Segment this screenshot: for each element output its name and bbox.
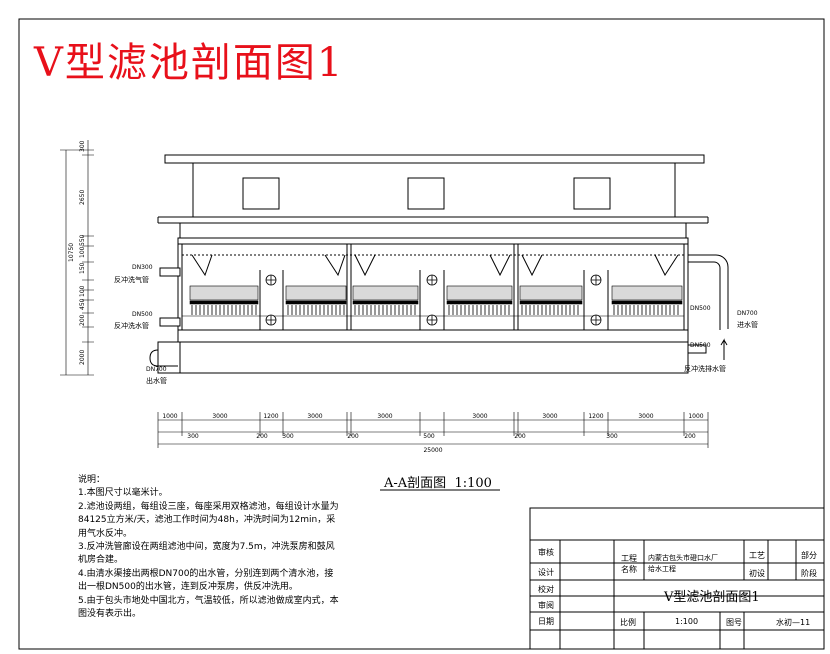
- tb-project-name-2: 给水工程: [648, 565, 676, 573]
- label-backwash-air-dn: DN300: [132, 264, 153, 271]
- tb-designer: 设计: [538, 568, 554, 577]
- right-pipes: [687, 254, 729, 360]
- label-drain: 反冲洗排水管: [684, 365, 726, 373]
- svg-text:450: 450: [79, 298, 86, 310]
- svg-text:300: 300: [79, 140, 86, 152]
- svg-text:300: 300: [187, 433, 199, 440]
- tb-drawing-title: V型滤池剖面图1: [664, 590, 760, 605]
- sheet-title: V型滤池剖面图1: [34, 40, 345, 86]
- tb-design-stage: 初设: [749, 569, 765, 578]
- label-inlet: 进水管: [737, 321, 758, 329]
- tb-sheet-label: 图号: [726, 618, 742, 627]
- svg-text:3000: 3000: [542, 413, 557, 420]
- tb-process: 工艺: [749, 551, 765, 560]
- title-block: [529, 507, 825, 650]
- svg-text:200: 200: [79, 314, 86, 326]
- tb-review: 审核: [538, 548, 554, 557]
- note-heading: 说明：: [78, 475, 106, 485]
- tb-drawn: 审阅: [538, 601, 554, 610]
- section-title-text: A-A剖面图: [384, 476, 447, 491]
- note-1: 1.本图尺寸以毫米计。: [78, 488, 168, 499]
- vdim-total: 10750: [68, 243, 75, 262]
- svg-text:300: 300: [282, 433, 294, 440]
- note-5: 5.由于包头市地处中国北方，气温较低，所以滤池做成室内式，本图没有表示出。: [78, 595, 339, 620]
- tb-scale-label: 比例: [620, 618, 636, 627]
- label-backwash-water-dn: DN500: [132, 311, 153, 318]
- design-notes: 说明： 1.本图尺寸以毫米计。 2.滤池设两组，每组设三座，每座采用双格滤池，每…: [78, 474, 340, 621]
- svg-text:3000: 3000: [212, 413, 227, 420]
- filter-media: [182, 285, 684, 317]
- tb-sheet-value: 水初—11: [776, 618, 811, 627]
- tb-date: 日期: [538, 617, 554, 626]
- note-3: 3.反冲洗管廊设在两组滤池中间，宽度为7.5m，冲洗泵房和鼓风机房合建。: [78, 542, 335, 566]
- svg-text:3000: 3000: [307, 413, 322, 420]
- tb-project-label1: 工程: [621, 554, 637, 563]
- label-right-dn500b: DN500: [690, 342, 711, 349]
- vertical-dimension: [60, 140, 94, 376]
- tb-stage: 阶段: [801, 569, 817, 578]
- svg-text:3000: 3000: [377, 413, 392, 420]
- svg-text:1200: 1200: [588, 413, 603, 420]
- tb-project-name-1: 内蒙古包头市磴口水厂: [648, 554, 718, 562]
- svg-text:200: 200: [347, 433, 359, 440]
- note-4: 4.由清水渠接出两根DN700的出水管，分别连到两个清水池，接出一根DN500的…: [78, 568, 334, 593]
- svg-text:1000: 1000: [162, 413, 177, 420]
- svg-text:500: 500: [423, 433, 435, 440]
- valve-symbols: [265, 274, 602, 326]
- svg-text:150: 150: [79, 262, 86, 274]
- svg-text:1000: 1000: [688, 413, 703, 420]
- left-pipes: [149, 267, 181, 367]
- tb-scale-value: 1:100: [675, 617, 699, 626]
- label-outlet-dn: DN700: [146, 366, 167, 373]
- svg-text:100: 100: [79, 246, 86, 258]
- label-backwash-air: 反冲洗气管: [114, 276, 149, 284]
- section-title: A-A剖面图 1:100: [384, 472, 492, 491]
- bottom-dim-labels: 1000 3000 1200 3000 3000 3000 3000 1200 …: [162, 413, 703, 454]
- svg-text:3000: 3000: [638, 413, 653, 420]
- filter-tank: [157, 237, 689, 374]
- label-outlet: 出水管: [146, 377, 167, 385]
- svg-text:550: 550: [79, 234, 86, 246]
- vertical-dim-labels: 10750 300 2650 550 100 150 100 450 200 2…: [68, 140, 86, 365]
- label-right-dn500: DN500: [690, 305, 711, 312]
- svg-text:200: 200: [256, 433, 268, 440]
- svg-text:1200: 1200: [263, 413, 278, 420]
- tb-checker: 校对: [538, 585, 554, 594]
- section-scale: 1:100: [454, 476, 492, 491]
- total-width: 25000: [423, 447, 442, 454]
- svg-text:100: 100: [79, 285, 86, 297]
- svg-text:200: 200: [514, 433, 526, 440]
- sheet-border: [18, 18, 825, 650]
- svg-text:200: 200: [684, 433, 696, 440]
- label-backwash-water: 反冲洗水管: [114, 322, 149, 330]
- tb-project-label2: 名称: [621, 565, 637, 574]
- svg-text:2650: 2650: [79, 190, 86, 205]
- svg-text:300: 300: [606, 433, 618, 440]
- building-roof: [157, 154, 709, 240]
- label-inlet-dn: DN700: [737, 310, 758, 317]
- svg-text:3000: 3000: [472, 413, 487, 420]
- bottom-dimension: [157, 412, 709, 448]
- note-2: 2.滤池设两组，每组设三座，每座采用双格滤池，每组设计水量为84125立方米/天…: [78, 501, 339, 539]
- tb-phase: 部分: [801, 551, 817, 560]
- svg-text:2000: 2000: [79, 350, 86, 365]
